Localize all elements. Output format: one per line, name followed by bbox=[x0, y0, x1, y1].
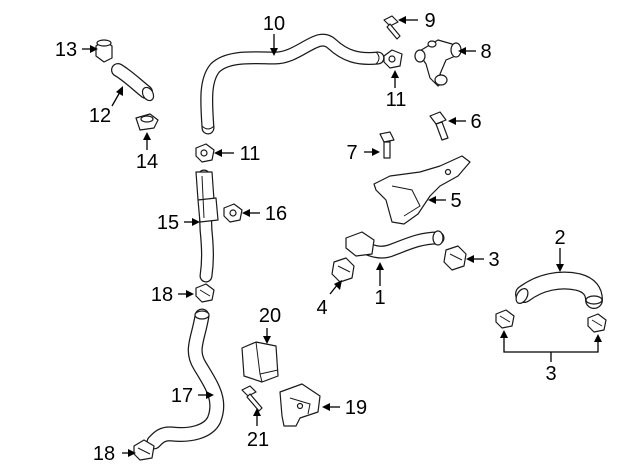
callout-9: 9 bbox=[424, 10, 435, 32]
part-16-nut bbox=[223, 203, 243, 223]
callout-17: 17 bbox=[171, 385, 193, 407]
callout-10: 10 bbox=[263, 13, 285, 35]
part-3-clamp bbox=[443, 245, 467, 271]
callout-12: 12 bbox=[89, 105, 111, 127]
part-12-hose bbox=[111, 63, 155, 102]
callout-3-bracket: 3 bbox=[545, 363, 556, 385]
part-8-connector bbox=[414, 39, 462, 87]
part-10-upper-hose bbox=[200, 33, 385, 135]
part-20-pad bbox=[241, 341, 279, 383]
part-2-hose bbox=[515, 271, 603, 309]
part-11-clip-upper bbox=[383, 49, 403, 69]
part-5-bracket bbox=[373, 155, 471, 225]
leader-lines bbox=[82, 16, 602, 457]
part-6-bolt bbox=[429, 111, 449, 141]
callout-21: 21 bbox=[247, 429, 269, 451]
part-3-clamp-right bbox=[587, 313, 607, 333]
callout-6: 6 bbox=[470, 111, 481, 133]
callout-4: 4 bbox=[316, 297, 327, 319]
callout-14: 14 bbox=[136, 151, 158, 173]
callout-19: 19 bbox=[345, 397, 367, 419]
callout-11-upper: 11 bbox=[386, 89, 407, 111]
part-13-cap bbox=[95, 39, 113, 63]
part-21-bolt bbox=[241, 385, 263, 412]
callout-11-lower: 11 bbox=[240, 143, 261, 165]
part-9-bolt bbox=[383, 15, 401, 40]
part-17-lower-hose bbox=[146, 308, 225, 450]
part-18-clamp-upper bbox=[195, 283, 215, 303]
part-19-bracket bbox=[279, 383, 321, 427]
callout-18-lower: 18 bbox=[93, 443, 115, 465]
callout-13: 13 bbox=[55, 39, 77, 61]
callout-5: 5 bbox=[450, 190, 461, 212]
callout-labels: 10 9 8 11 13 12 14 11 15 16 18 17 18 20 … bbox=[55, 10, 566, 465]
callout-1: 1 bbox=[374, 287, 385, 309]
part-4-clamp bbox=[331, 257, 355, 283]
callout-16: 16 bbox=[265, 203, 287, 225]
part-3-clamp-left bbox=[495, 309, 515, 329]
callout-8: 8 bbox=[480, 41, 491, 63]
callout-7: 7 bbox=[346, 142, 357, 164]
part-14-grommet bbox=[135, 113, 159, 131]
part-1-pipe bbox=[345, 230, 445, 259]
part-7-bolt bbox=[379, 131, 395, 159]
callout-18-upper: 18 bbox=[151, 284, 173, 306]
callout-15: 15 bbox=[157, 212, 179, 234]
callout-2: 2 bbox=[554, 227, 565, 249]
part-11-clip-lower bbox=[195, 143, 215, 163]
part-15-hose bbox=[195, 169, 219, 283]
callout-3-near-1: 3 bbox=[488, 249, 499, 271]
callout-20: 20 bbox=[259, 305, 281, 327]
